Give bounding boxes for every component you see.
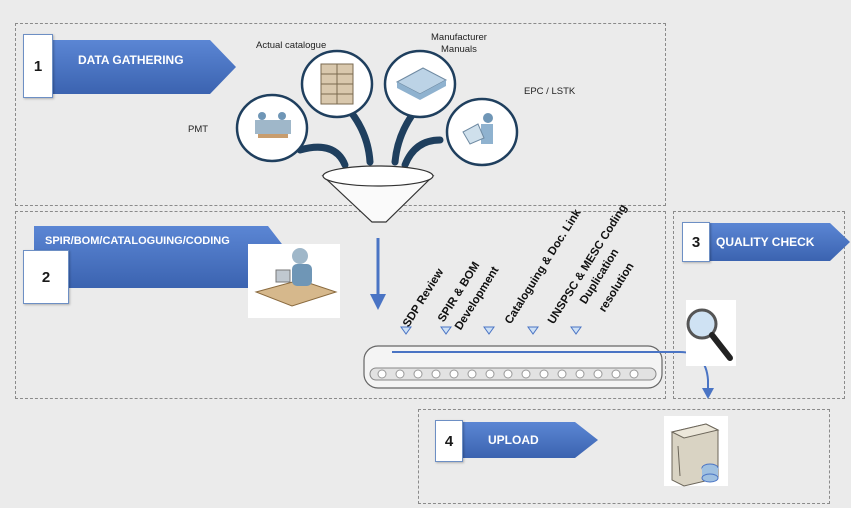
stage-4-title: UPLOAD (488, 433, 539, 447)
stage-3-number: 3 (682, 222, 710, 262)
epc-lstk-label: EPC / LSTK (524, 86, 576, 97)
step-markers (400, 326, 582, 335)
quality-check-box (673, 211, 845, 399)
funnel-icon (321, 165, 435, 223)
epc-pipe (401, 136, 444, 169)
catalogue-source-icon (300, 49, 374, 119)
cataloguing-box (15, 211, 666, 399)
stage-1-title: DATA GATHERING (78, 53, 184, 67)
cataloguing-banner (34, 226, 292, 288)
stage-1-number: 1 (23, 34, 53, 98)
manuals-label: Manuals (441, 44, 477, 55)
epc-source-icon (445, 97, 519, 167)
actual-catalogue-label: Actual catalogue (256, 40, 327, 51)
stage-3-title: QUALITY CHECK (716, 235, 815, 249)
pmt-source-icon (235, 93, 309, 163)
down-arrow-icon (370, 238, 386, 310)
manufacturer-label: Manufacturer (431, 32, 487, 43)
data-gathering-banner (52, 40, 236, 94)
upload-banner (462, 422, 598, 458)
quality-check-banner (710, 223, 850, 261)
pmt-pipe (296, 143, 349, 169)
upload-box (418, 409, 830, 504)
stage-4-number: 4 (435, 420, 463, 462)
pmt-label: PMT (188, 124, 209, 135)
conveyor-belt-icon (363, 345, 663, 389)
worker-desk-icon (248, 244, 340, 318)
magnifier-icon (686, 300, 736, 366)
data-gathering-box (15, 23, 666, 206)
server-icon (664, 416, 728, 487)
manuals-source-icon (383, 49, 457, 119)
stage-2-number: 2 (23, 250, 69, 304)
stage-2-title: SPIR/BOM/CATALOGUING/CODING (45, 235, 230, 247)
